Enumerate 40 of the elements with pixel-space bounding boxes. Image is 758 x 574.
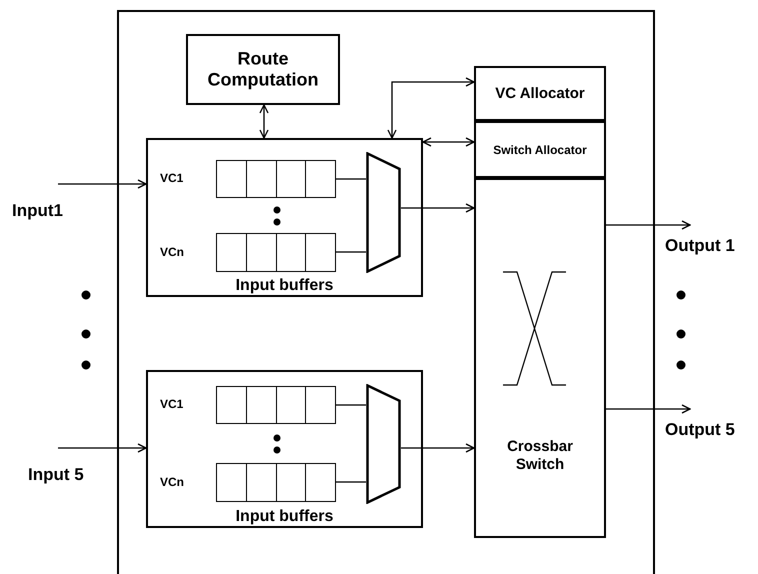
buffer-label: VC1 (160, 397, 184, 412)
node-label: Crossbar Switch (506, 438, 574, 474)
port-label: Output 1 (665, 236, 735, 256)
port-label: Input 5 (28, 465, 84, 486)
buffer-box (146, 370, 423, 528)
buffer-box (146, 138, 423, 297)
arrow (387, 77, 475, 139)
node-label: Route Computation (206, 48, 320, 92)
arrow (259, 104, 269, 139)
multiplexer-symbol (366, 152, 401, 273)
buffer-label: VCn (160, 244, 184, 259)
queue-drawing (216, 160, 336, 198)
router-box (117, 10, 655, 574)
process-box (186, 34, 340, 105)
arrow (401, 203, 475, 213)
queue-drawing (216, 386, 336, 424)
queue-drawing (216, 233, 336, 272)
port-label: Input1 (12, 201, 63, 222)
queue-drawing (216, 463, 336, 502)
node-label: VC Allocator (494, 84, 586, 102)
buffer-label: VC1 (160, 171, 184, 186)
connector-line (336, 251, 366, 253)
connector-line (336, 178, 366, 180)
crossbar-box (474, 178, 606, 538)
connector-line (336, 481, 366, 483)
buffer-label: VCn (160, 474, 184, 489)
arrow (606, 404, 691, 414)
multiplexer-symbol (366, 384, 401, 504)
node-label: Input buffers (234, 506, 334, 526)
connector-line (336, 404, 366, 406)
process-box (474, 66, 606, 121)
arrow (422, 137, 475, 147)
node-label: Input buffers (234, 276, 334, 295)
arrow (401, 443, 475, 453)
process-box (474, 121, 606, 178)
node-label: Switch Allocator (492, 142, 588, 157)
arrow (58, 179, 147, 189)
arrow (58, 443, 147, 453)
port-label: Output 5 (665, 420, 735, 440)
arrow (606, 220, 691, 230)
